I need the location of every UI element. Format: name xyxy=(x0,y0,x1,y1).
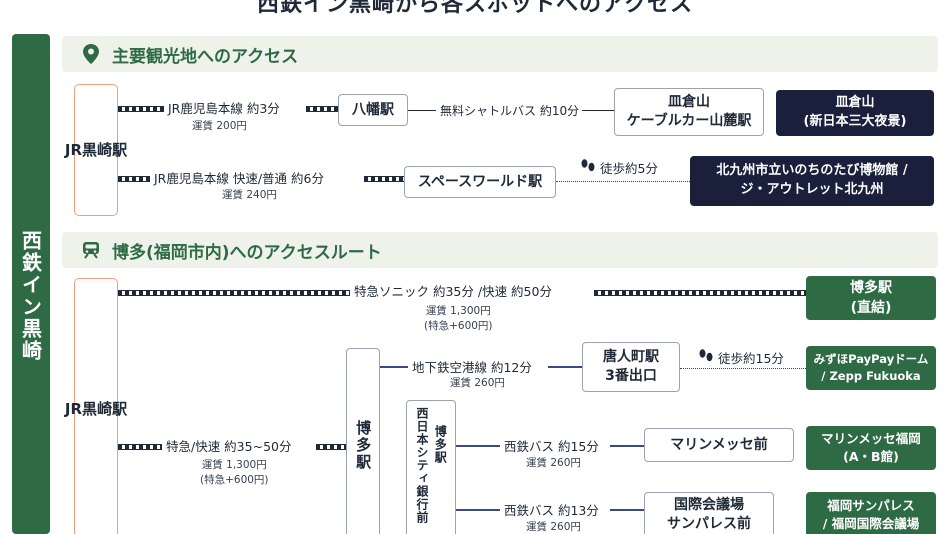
bus-line xyxy=(610,445,644,447)
rail-line xyxy=(118,444,162,450)
hotel-name: 西鉄イン黒崎 xyxy=(18,230,43,362)
route-label: 特急ソニック 約35分 /快速 約50分 xyxy=(350,281,556,300)
footprints-icon xyxy=(580,158,596,177)
space-world-station: スペースワールド駅 xyxy=(404,166,556,198)
yahata-station: 八幡駅 xyxy=(338,94,408,126)
map-pin-icon xyxy=(80,43,102,65)
dest-museum-outlet[interactable]: 北九州市立いのちのたび博物館 / ジ・アウトレット北九州 xyxy=(690,156,934,206)
bus-line xyxy=(456,509,502,511)
route-fare: 運賃 260円 xyxy=(526,457,581,469)
walk-label: 徒歩約15分 xyxy=(718,348,784,367)
train-icon xyxy=(80,239,102,261)
route-label: 特急/快速 約35~50分 xyxy=(162,436,296,455)
rail-line xyxy=(118,106,164,112)
bus-line xyxy=(610,509,644,511)
bus-stop-label: 西日本シティ銀行前 xyxy=(415,407,429,524)
bus-line xyxy=(408,110,436,111)
section-tourism-header: 主要観光地へのアクセス xyxy=(62,36,938,72)
dest-sarakura[interactable]: 皿倉山 (新日本三大夜景) xyxy=(776,90,934,136)
route-label: JR鹿児島本線 約3分 xyxy=(164,98,284,117)
bus-line xyxy=(582,110,614,111)
route-label: 無料シャトルバス 約10分 xyxy=(436,102,584,119)
route-label: JR鹿児島本線 快速/普通 約6分 xyxy=(150,168,328,187)
route-fare: 運賃 1,300円 (特急+600円) xyxy=(424,305,493,333)
marine-messe-stop: マリンメッセ前 xyxy=(644,428,794,462)
rail-line xyxy=(364,176,404,182)
dest-hakata-station[interactable]: 博多駅 (直結) xyxy=(806,276,936,320)
route-fare: 運賃 260円 xyxy=(450,377,505,389)
rail-line xyxy=(118,290,350,296)
walk-path xyxy=(556,181,690,182)
section-tourism-title: 主要観光地へのアクセス xyxy=(112,46,299,67)
sarakura-cable-station: 皿倉山 ケーブルカー山麓駅 xyxy=(614,88,764,136)
rail-line xyxy=(316,444,346,450)
walk-info: 徒歩約15分 xyxy=(698,348,784,367)
route-label: 西鉄バス 約13分 xyxy=(500,500,603,519)
subway-line xyxy=(380,366,408,368)
hakata-station-label: 博多駅 xyxy=(354,419,373,471)
kokusai-kaigijo-stop: 国際会議場 サンパレス前 xyxy=(644,492,774,534)
dest-sunpalace[interactable]: 福岡サンパレス / 福岡国際会議場 xyxy=(806,492,936,534)
section-hakata-header: 博多(福岡市内)へのアクセスルート xyxy=(62,232,938,268)
hakata-station: 博多駅 xyxy=(346,348,380,534)
bus-stop-hakata-ekimae: 西日本シティ銀行前 博多駅 xyxy=(406,400,456,534)
route-fare: 運賃 240円 xyxy=(222,189,277,201)
route-fare: 運賃 1,300円 (特急+600円) xyxy=(200,459,269,487)
bus-stop-sublabel: 博多駅 xyxy=(433,425,448,464)
route-fare: 運賃 260円 xyxy=(526,521,581,533)
rail-line xyxy=(118,176,150,182)
page-title: 西鉄イン黒崎から各スポットへのアクセス xyxy=(257,0,693,17)
walk-info: 徒歩約5分 xyxy=(580,158,658,177)
route-label: 西鉄バス 約15分 xyxy=(500,436,603,455)
section-hakata-title: 博多(福岡市内)へのアクセスルート xyxy=(112,242,382,263)
dest-paypay-dome[interactable]: みずほPayPayドーム / Zepp Fukuoka xyxy=(806,346,936,390)
footprints-icon xyxy=(698,348,714,367)
tojinmachi-station: 唐人町駅 3番出口 xyxy=(582,342,680,392)
route-label: 地下鉄空港線 約12分 xyxy=(408,357,536,376)
walk-path xyxy=(680,368,806,369)
walk-label: 徒歩約5分 xyxy=(600,158,658,177)
rail-line xyxy=(306,106,338,112)
bus-line xyxy=(456,445,502,447)
dest-marine-messe[interactable]: マリンメッセ福岡 (A・B館) xyxy=(806,426,936,470)
route-fare: 運賃 200円 xyxy=(192,120,247,132)
subway-line xyxy=(548,366,582,368)
hotel-label: 西鉄イン黒崎 xyxy=(12,34,50,534)
rail-line xyxy=(594,290,806,296)
